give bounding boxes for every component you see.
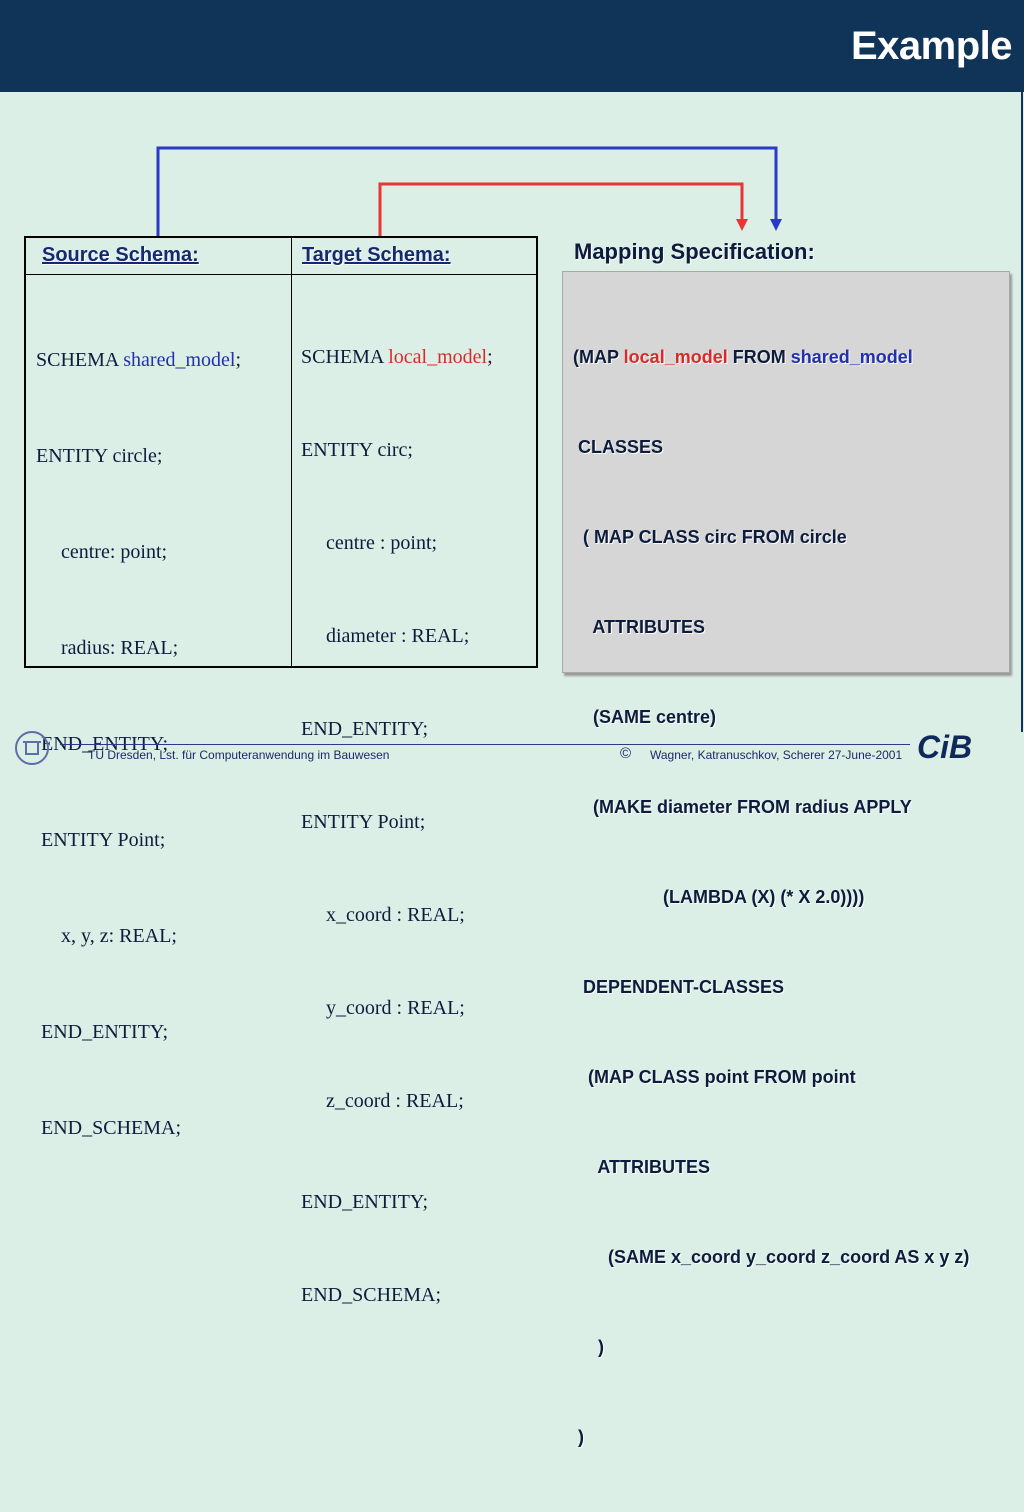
footer-institution: TU Dresden, Lst. für Computeranwendung i… bbox=[88, 748, 390, 762]
target-schema-heading: Target Schema: bbox=[302, 244, 451, 266]
mapping-line: (LAMBDA (X) (* X 2.0)))) bbox=[573, 887, 865, 907]
source-line: SCHEMA shared_model; bbox=[36, 349, 241, 371]
mapping-line: DEPENDENT-CLASSES bbox=[573, 977, 785, 997]
mapping-line: (SAME centre) bbox=[573, 707, 717, 727]
page-title: Example bbox=[850, 24, 1013, 68]
footer-authors-date: Wagner, Katranuschkov, Scherer 27-June-2… bbox=[650, 748, 903, 762]
source-schema-heading: Source Schema: bbox=[42, 244, 199, 266]
target-line: END_SCHEMA; bbox=[301, 1284, 442, 1306]
source-line: radius: REAL; bbox=[36, 637, 179, 659]
target-line: x_coord : REAL; bbox=[301, 904, 465, 926]
cib-logo: CiB bbox=[917, 729, 972, 764]
source-line: END_ENTITY; bbox=[36, 1021, 169, 1043]
schema-table: Source Schema: Target Schema: SCHEMA sha… bbox=[24, 236, 538, 1306]
red-arrow bbox=[378, 182, 748, 236]
target-line: z_coord : REAL; bbox=[301, 1090, 464, 1112]
mapping-line: ( MAP CLASS circ FROM circle bbox=[573, 527, 847, 547]
source-line: END_SCHEMA; bbox=[36, 1117, 182, 1139]
target-line: centre : point; bbox=[301, 532, 438, 554]
target-line: y_coord : REAL; bbox=[301, 997, 465, 1019]
footer-divider bbox=[60, 744, 910, 745]
copyright-icon: © bbox=[620, 745, 632, 762]
header-divider bbox=[26, 274, 536, 275]
right-border bbox=[1021, 92, 1023, 732]
target-line: SCHEMA local_model; bbox=[301, 346, 493, 368]
column-divider bbox=[291, 238, 292, 666]
header-bar: Example bbox=[0, 0, 1024, 92]
target-line: diameter : REAL; bbox=[301, 625, 470, 647]
target-line: ENTITY Point; bbox=[301, 811, 426, 833]
mapping-line: (MAP local_model FROM shared_model bbox=[573, 347, 913, 367]
svg-text:CiB: CiB bbox=[917, 729, 972, 764]
blue-arrow bbox=[156, 146, 782, 236]
mapping-line: ATTRIBUTES bbox=[573, 1157, 710, 1177]
source-line: centre: point; bbox=[36, 541, 168, 563]
mapping-line: CLASSES bbox=[573, 437, 664, 457]
target-line: ENTITY circ; bbox=[301, 439, 413, 461]
mapping-specification-box: (MAP local_model FROM shared_model CLASS… bbox=[562, 271, 1010, 1447]
university-seal-icon bbox=[15, 731, 49, 765]
source-line: x, y, z: REAL; bbox=[36, 925, 177, 947]
source-line: ENTITY circle; bbox=[36, 445, 163, 467]
mapping-heading: Mapping Specification: bbox=[574, 239, 815, 264]
mapping-line: ATTRIBUTES bbox=[573, 617, 705, 637]
mapping-line: (MAP CLASS point FROM point bbox=[573, 1067, 856, 1087]
mapping-code: (MAP local_model FROM shared_model CLASS… bbox=[573, 282, 969, 1512]
mapping-line: (SAME x_coord y_coord z_coord AS x y z) bbox=[573, 1247, 970, 1267]
target-line: END_ENTITY; bbox=[301, 718, 429, 740]
source-line: ENTITY Point; bbox=[36, 829, 166, 851]
mapping-line: ) bbox=[573, 1337, 604, 1357]
mapping-line: (MAKE diameter FROM radius APPLY bbox=[573, 797, 912, 817]
target-line: END_ENTITY; bbox=[301, 1191, 429, 1213]
mapping-line: ) bbox=[573, 1427, 584, 1447]
target-schema-code: SCHEMA local_model; ENTITY circ; centre … bbox=[301, 280, 493, 1373]
mapping-arrows bbox=[156, 146, 782, 236]
